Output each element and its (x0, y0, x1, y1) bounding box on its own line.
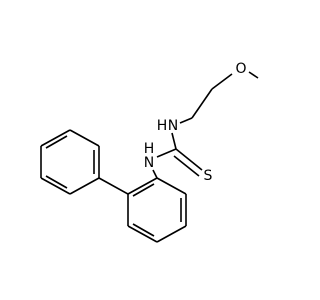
bond-ringB-inner-3 (132, 183, 155, 197)
bond-methylene-methylene (191, 88, 213, 119)
bond-ringB-1 (156, 177, 187, 195)
bond-thiocarbon-sulfur-a (175, 148, 203, 171)
bond-ringA-1 (69, 177, 100, 195)
bond-ringA-inner-1 (45, 175, 68, 189)
bond-ringB-3 (156, 225, 187, 243)
bond-ringA-2 (40, 177, 71, 195)
bond-thiocarbon-nitrogen (156, 148, 177, 158)
nitrogen-upper-label: N (168, 118, 178, 134)
bond-ringA-5 (69, 129, 100, 147)
bond-thiocarbon-sulfur-b (173, 155, 200, 177)
bond-biaryl (98, 177, 129, 195)
nitrogen-lower-hydrogen: H (144, 141, 155, 157)
sulfur-label: S (204, 168, 213, 184)
nitrogen-lower-label: N (144, 155, 154, 171)
bond-methylene-nitrogen (179, 117, 193, 124)
atom-layer: O N H N H S (144, 61, 247, 184)
bond-ringA-inner-2 (45, 135, 68, 149)
molecule-canvas: O N H N H S (40, 61, 259, 243)
bond-ringA-4 (40, 129, 71, 147)
bond-oxygen-methylene (211, 73, 233, 90)
oxygen-label: O (235, 61, 246, 77)
nitrogen-upper-hydrogen: H (157, 118, 168, 134)
bond-layer (40, 71, 259, 243)
sulfur-atom: S (204, 168, 213, 184)
nitrogen-upper-atom: N H (157, 118, 179, 134)
bond-nitrogen-thiocarbon (171, 132, 177, 150)
oxygen-atom: O (235, 61, 246, 77)
bond-ringB-4 (127, 225, 158, 243)
bond-methyl-oxygen (248, 71, 259, 79)
bond-nitrogen-aryl (152, 169, 158, 179)
bond-ringB-6 (127, 177, 158, 195)
nitrogen-lower-atom: N H (144, 141, 155, 171)
structure-diagram: O N H N H S (40, 61, 259, 243)
bond-ringB-inner-2 (132, 223, 155, 237)
